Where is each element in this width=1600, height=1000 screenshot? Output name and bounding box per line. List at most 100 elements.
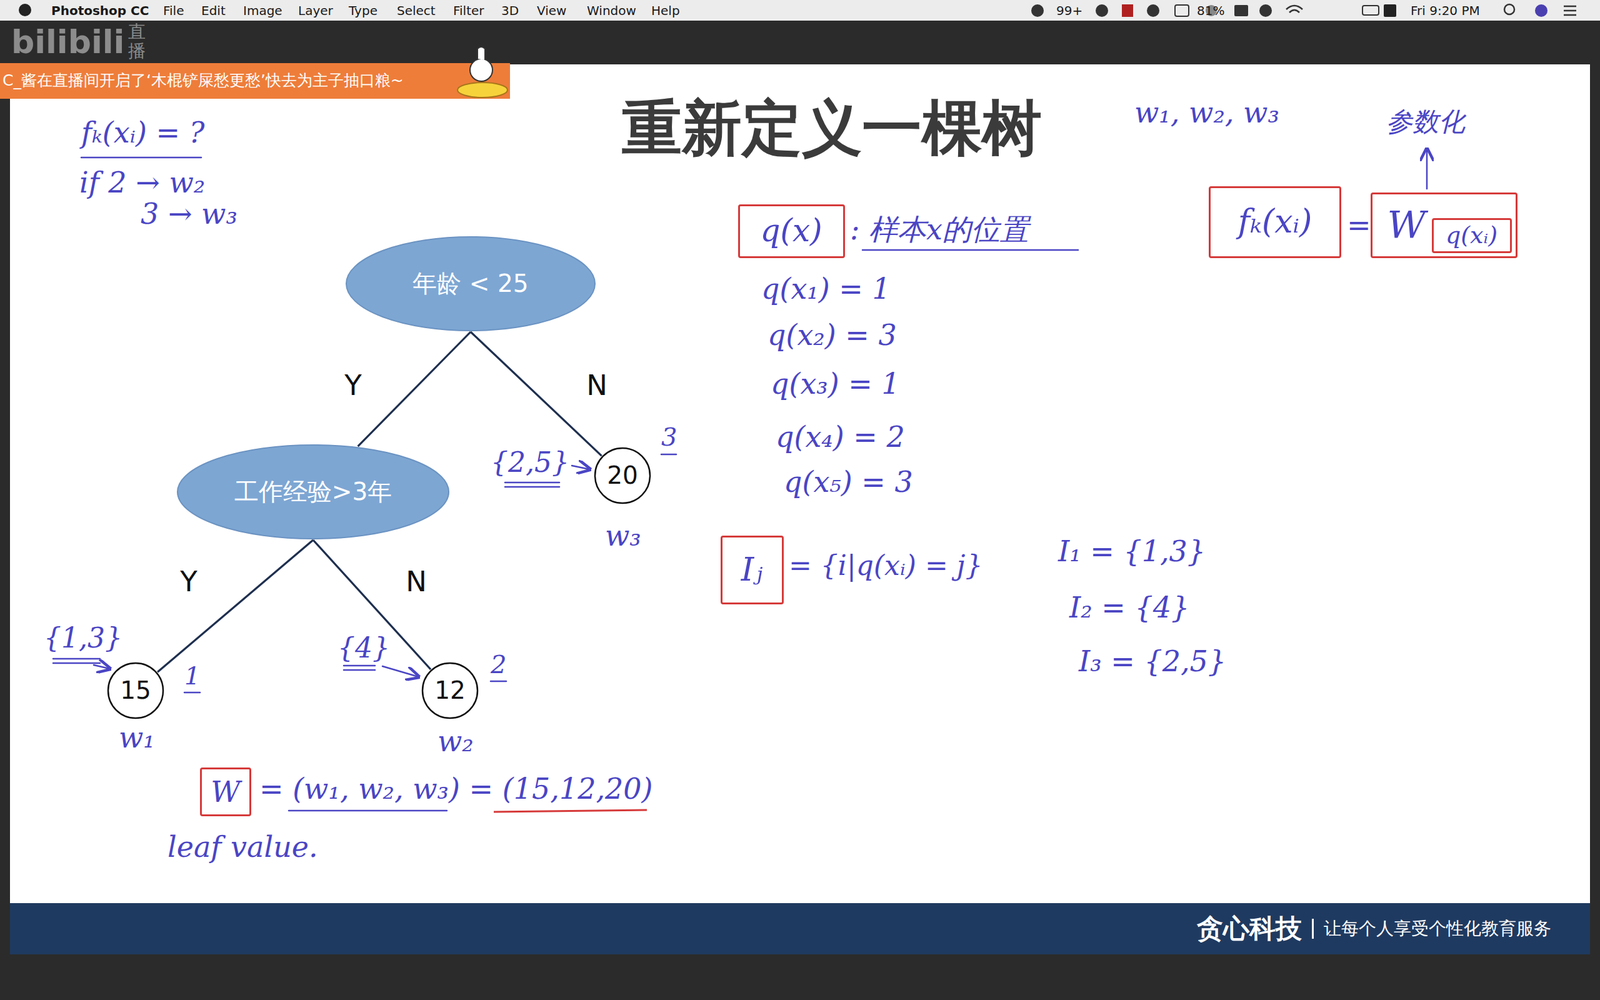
menu-item: File [163, 3, 184, 19]
handwritten-note: 2 [490, 650, 507, 679]
status-text: Fri 9:20 PM [1410, 3, 1480, 19]
tree-branch [358, 331, 471, 447]
menu-item: Help [651, 3, 680, 19]
status-icon [1175, 5, 1189, 17]
menu-item: Type [348, 3, 378, 19]
notification-banner: C_酱在直播间开启了‘木棍铲屎愁更愁’快去为主子抽口粮~ [0, 63, 510, 99]
handwritten-note: q(x₅) = 3 [783, 465, 914, 499]
mascot [450, 43, 513, 104]
leaf-circle-shape [595, 448, 650, 504]
slide-page [10, 64, 1590, 955]
underline [184, 691, 200, 694]
decision-ellipse: 工作经验>3年 [176, 443, 450, 540]
handwritten-note: w₃ [605, 519, 642, 553]
mascot-base [457, 82, 508, 98]
leaf-circle: 12 [421, 661, 479, 720]
branch-label: Y [344, 369, 362, 402]
tree-branch [313, 540, 431, 670]
underline [53, 658, 100, 664]
node-text: 工作经验>3年 [234, 478, 393, 507]
underline [661, 453, 677, 456]
search-icon [1504, 4, 1515, 15]
menu-item: Photoshop CC [51, 3, 149, 19]
leaf-circle: 15 [106, 661, 165, 720]
highlight-box: q(xᵢ) [1431, 218, 1512, 254]
status-text: 81% [1196, 3, 1225, 19]
menu-item: Edit [201, 3, 226, 19]
handwritten-note: : 样本x的位置 [850, 213, 1029, 247]
watermark: bilibili [11, 23, 125, 62]
leaf-circle-shape [108, 663, 164, 719]
node-text: W [210, 775, 240, 809]
handwritten-note: q(x₃) = 1 [770, 367, 900, 401]
node-text: 15 [120, 676, 152, 705]
status-icon [1031, 4, 1044, 17]
handwritten-note: = {i|q(xᵢ) = j} [788, 550, 983, 582]
leader-arrow [382, 666, 419, 677]
node-text: q(xᵢ) [1445, 221, 1498, 250]
handwritten-note: w₁, w₂, w₃ [1134, 96, 1280, 130]
handwritten-note: I₂ = {4} [1069, 591, 1190, 625]
menu-item: Layer [298, 3, 334, 19]
handwritten-note: q(x₁) = 1 [761, 272, 891, 306]
leaf-circle-shape [422, 663, 478, 719]
handwritten-note: fₖ(xᵢ) = ? [81, 116, 205, 150]
wifi-icon [1286, 5, 1303, 13]
underline [862, 249, 1079, 252]
node-text: 20 [606, 461, 639, 490]
handwritten-note: = (w₁, w₂, w₃) = (15,12,20) [259, 772, 654, 806]
battery-icon [1362, 5, 1379, 15]
menu-item: View [536, 3, 567, 19]
node-text: C_酱在直播间开启了‘木棍铲屎愁更愁’快去为主子抽口粮~ [2, 71, 404, 90]
status-icon [1146, 4, 1160, 17]
menu-item: Image [243, 3, 283, 19]
handwritten-note: = [1346, 208, 1372, 242]
menu-bar [0, 0, 1600, 21]
siri-icon [1535, 4, 1548, 17]
status-icon [1259, 4, 1272, 17]
node-text: 年龄 < 25 [412, 270, 529, 299]
menu-item: Window [586, 3, 637, 19]
tree-branch [157, 540, 314, 672]
handwritten-note: 3 → w₃ [140, 197, 238, 231]
menu-item: Select [396, 3, 436, 19]
node-text: 贪心科技 [1196, 913, 1302, 944]
footer-band: 贪心科技让每个人享受个性化教育服务 [10, 903, 1590, 955]
status-icon [1095, 4, 1109, 17]
slide-title: 重新定义一棵树 [621, 93, 1042, 163]
leaf-circle: 20 [593, 446, 652, 505]
mascot-finger [477, 46, 485, 60]
handwritten-note: I₁ = {1,3} [1058, 535, 1206, 569]
leader-arrow [93, 665, 110, 669]
underline [505, 482, 560, 487]
leader-arrow [1426, 148, 1429, 189]
node-text: Iⱼ [741, 551, 763, 589]
decision-ellipse: 年龄 < 25 [345, 235, 597, 332]
handwritten-note: q(x₄) = 2 [775, 420, 905, 454]
handwritten-note: 1 [184, 661, 200, 690]
branch-label: N [586, 369, 608, 402]
handwritten-note: {2,5} [490, 446, 570, 479]
leader-arrow [571, 465, 590, 470]
handwritten-note: 3 [661, 422, 677, 452]
status-text: 99+ [1056, 3, 1083, 19]
branch-label: N [405, 565, 427, 599]
branch-label: Y [180, 565, 198, 599]
menu-item: Filter [453, 3, 485, 19]
node-text: W [1387, 203, 1427, 247]
handwritten-note: I₃ = {2,5} [1078, 645, 1227, 679]
menu-item: 3D [501, 3, 519, 19]
node-text: 12 [434, 676, 466, 705]
underline [288, 810, 447, 812]
highlight-box: q(x) [738, 204, 845, 259]
highlight-box: W [200, 767, 252, 817]
mascot-hand [470, 58, 493, 82]
highlight-box: Iⱼ [720, 535, 784, 605]
status-icon [1234, 5, 1249, 17]
highlight-box: fₖ(xᵢ) [1208, 186, 1342, 259]
decision-ellipse-shape [177, 445, 449, 539]
handwritten-note: {1,3} [43, 622, 123, 655]
underline [343, 665, 375, 670]
handwritten-note: leaf value. [167, 830, 319, 864]
underline [493, 810, 647, 812]
